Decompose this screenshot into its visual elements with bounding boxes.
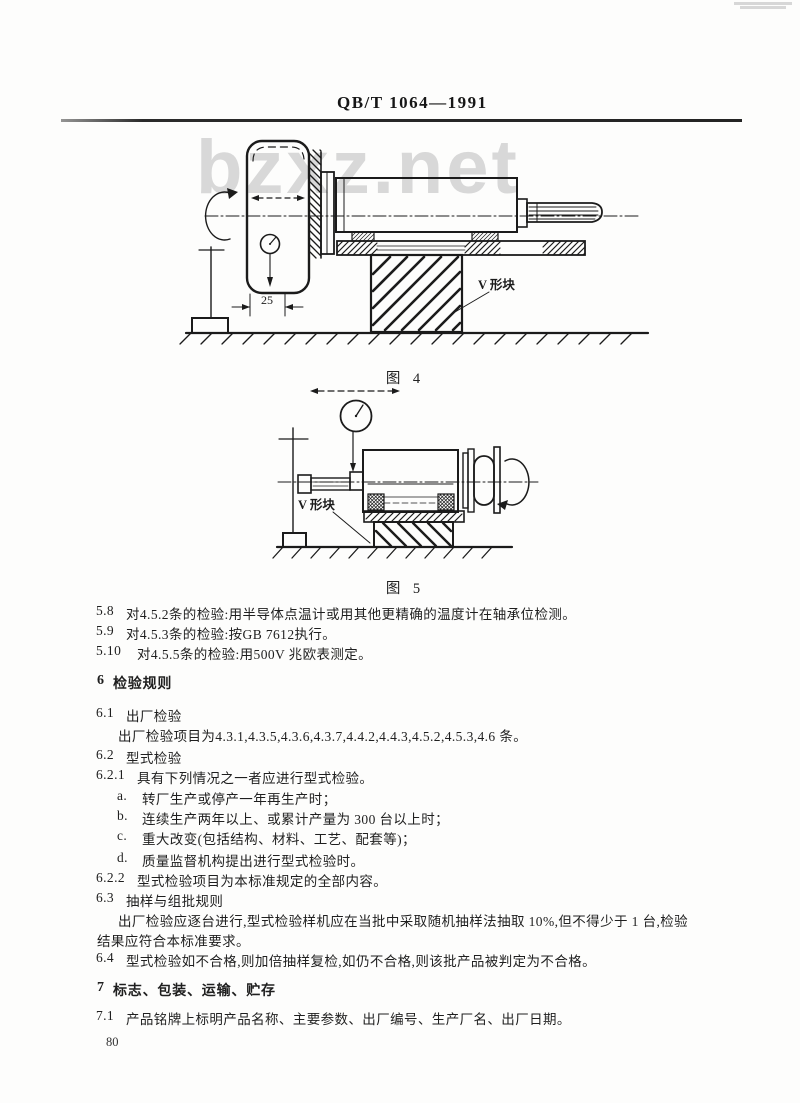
clause-number: 6.3 — [96, 890, 115, 905]
clause-text: 抽样与组批规则 — [126, 894, 224, 909]
clause-line: 出厂检验应逐台进行,型式检验样机应在当批中采取随机抽样法抽取 10%,但不得少于… — [0, 910, 800, 929]
clause-text: 对4.5.3条的检验:按GB 7612执行。 — [126, 627, 337, 642]
figure-5-caption: 图 5 — [385, 581, 421, 597]
clause-number: 5.9 — [96, 623, 115, 638]
clause-text: 标志、包装、运输、贮存 — [113, 984, 276, 999]
clause-line: 结果应符合本标准要求。 — [0, 930, 800, 949]
section-heading: 7 标志、包装、运输、贮存 — [0, 980, 800, 999]
clause-number: 5.8 — [96, 603, 115, 618]
clause-number: 6.2.2 — [96, 870, 125, 885]
clause-number: 6.2 — [96, 747, 115, 762]
watermark: bzxz.net — [196, 125, 520, 210]
page-number: 80 — [106, 1035, 119, 1049]
clause-text: 转厂生产或停产一年再生产时； — [142, 792, 337, 807]
clause-line: 6.2 型式检验 — [0, 747, 800, 766]
clause-text: 检验规则 — [113, 677, 173, 692]
clause-line: 6.3 抽样与组批规则 — [0, 890, 800, 909]
clause-text: 出厂检验应逐台进行,型式检验样机应在当批中采取随机抽样法抽取 10%,但不得少于… — [118, 914, 689, 929]
clause-line: a. 转厂生产或停产一年再生产时； — [0, 788, 800, 807]
clause-text: 出厂检验 — [126, 709, 182, 724]
scan-artifact — [734, 1, 792, 12]
clause-text: 型式检验项目为本标准规定的全部内容。 — [137, 874, 388, 889]
clause-number: c. — [117, 828, 128, 843]
clause-number: 5.10 — [96, 643, 122, 658]
header-rule — [61, 119, 742, 122]
clause-text: 产品铭牌上标明产品名称、主要参数、出厂编号、生产厂名、出厂日期。 — [126, 1012, 571, 1027]
clause-line: 6.4 型式检验如不合格,则加倍抽样复检,如仍不合格,则该批产品被判定为不合格。 — [0, 950, 800, 969]
clause-number: 7 — [97, 980, 105, 995]
clause-line: 6.2.2 型式检验项目为本标准规定的全部内容。 — [0, 870, 800, 889]
clause-line: c. 重大改变(包括结构、材料、工艺、配套等)； — [0, 828, 800, 847]
clause-line: b. 连续生产两年以上、或累计产量为 300 台以上时； — [0, 808, 800, 827]
clause-line: 出厂检验项目为4.3.1,4.3.5,4.3.6,4.3.7,4.4.2,4.4… — [0, 725, 800, 744]
clause-text: 质量监督机构提出进行型式检验时。 — [142, 854, 365, 869]
clause-line: 5.8 对4.5.2条的检验:用半导体点温计或用其他更精确的温度计在轴承位检测。 — [0, 603, 800, 622]
clause-text: 型式检验如不合格,则加倍抽样复检,如仍不合格,则该批产品被判定为不合格。 — [126, 954, 597, 969]
vblock-label: V 形块 — [478, 277, 515, 292]
clause-number: 6.4 — [96, 950, 115, 965]
clause-number: 6 — [97, 673, 105, 688]
clause-number: b. — [117, 808, 128, 823]
dimension-25-label: 25 — [261, 293, 273, 307]
clause-line: 6.2.1 具有下列情况之一者应进行型式检验。 — [0, 767, 800, 786]
figure-4-drawing: V 形块 25 — [179, 139, 650, 345]
clause-text: 重大改变(包括结构、材料、工艺、配套等)； — [142, 832, 416, 847]
clause-number: 7.1 — [96, 1008, 115, 1023]
vblock-label: V 形块 — [298, 497, 335, 512]
clause-line: 6.1 出厂检验 — [0, 705, 800, 724]
clause-text: 出厂检验项目为4.3.1,4.3.5,4.3.6,4.3.7,4.4.2,4.4… — [118, 729, 528, 744]
clause-text: 型式检验 — [126, 751, 182, 766]
standard-code: QB/T 1064—1991 — [337, 93, 488, 112]
clause-line: 5.9 对4.5.3条的检验:按GB 7612执行。 — [0, 623, 800, 642]
clause-number: 6.1 — [96, 705, 115, 720]
clause-text: 对4.5.5条的检验:用500V 兆欧表测定。 — [137, 647, 373, 662]
figure-5-drawing: V 形块 — [272, 388, 539, 559]
clause-number: a. — [117, 788, 128, 803]
clause-line: 7.1 产品铭牌上标明产品名称、主要参数、出厂编号、生产厂名、出厂日期。 — [0, 1008, 800, 1027]
clause-text: 对4.5.2条的检验:用半导体点温计或用其他更精确的温度计在轴承位检测。 — [126, 607, 577, 622]
clause-text: 结果应符合本标准要求。 — [97, 934, 250, 949]
clause-line: 5.10 对4.5.5条的检验:用500V 兆欧表测定。 — [0, 643, 800, 662]
clause-number: d. — [117, 850, 128, 865]
figure-4-caption: 图 4 — [385, 371, 421, 387]
section-heading: 6 检验规则 — [0, 673, 800, 692]
clause-number: 6.2.1 — [96, 767, 125, 782]
clause-text: 具有下列情况之一者应进行型式检验。 — [137, 771, 374, 786]
clause-line: d. 质量监督机构提出进行型式检验时。 — [0, 850, 800, 869]
clause-text: 连续生产两年以上、或累计产量为 300 台以上时； — [142, 812, 449, 827]
